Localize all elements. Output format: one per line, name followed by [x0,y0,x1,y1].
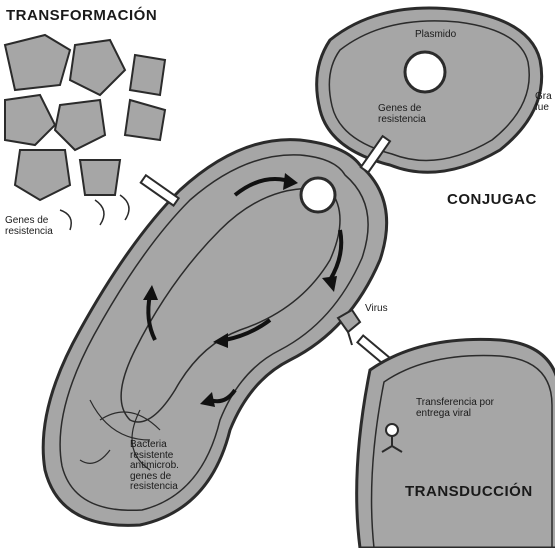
label-conjugation: CONJUGAC [447,192,537,208]
plasmid-circle [405,52,445,92]
label-plasmid: Plasmido [415,30,456,41]
dna-strands [60,195,129,230]
virus [338,310,360,345]
fragment-5 [55,100,105,150]
fragment-4 [5,95,55,145]
label-edge-cut: Gra fue [535,92,552,113]
recipient-cell [357,339,555,548]
fragment-6 [125,100,165,140]
label-viral-transfer: Transferencia por entrega viral [416,398,494,419]
fragment-3 [130,55,165,95]
label-transformation: TRANSFORMACIÓN [6,8,157,24]
label-resistance-genes-left: Genes de resistencia [5,216,53,237]
acquired-plasmid [301,178,335,212]
label-virus: Virus [365,304,388,315]
fragment-7 [15,150,70,200]
fragment-2 [70,40,125,95]
label-transduction: TRANSDUCCIÓN [405,484,533,500]
fragment-8 [80,160,120,195]
dna-fragments [5,35,165,200]
label-resistance-genes-top: Genes de resistencia [378,104,426,125]
label-bacterium-note: Bacteria resistente antimicrob. genes de… [130,440,179,493]
fragment-1 [5,35,70,90]
